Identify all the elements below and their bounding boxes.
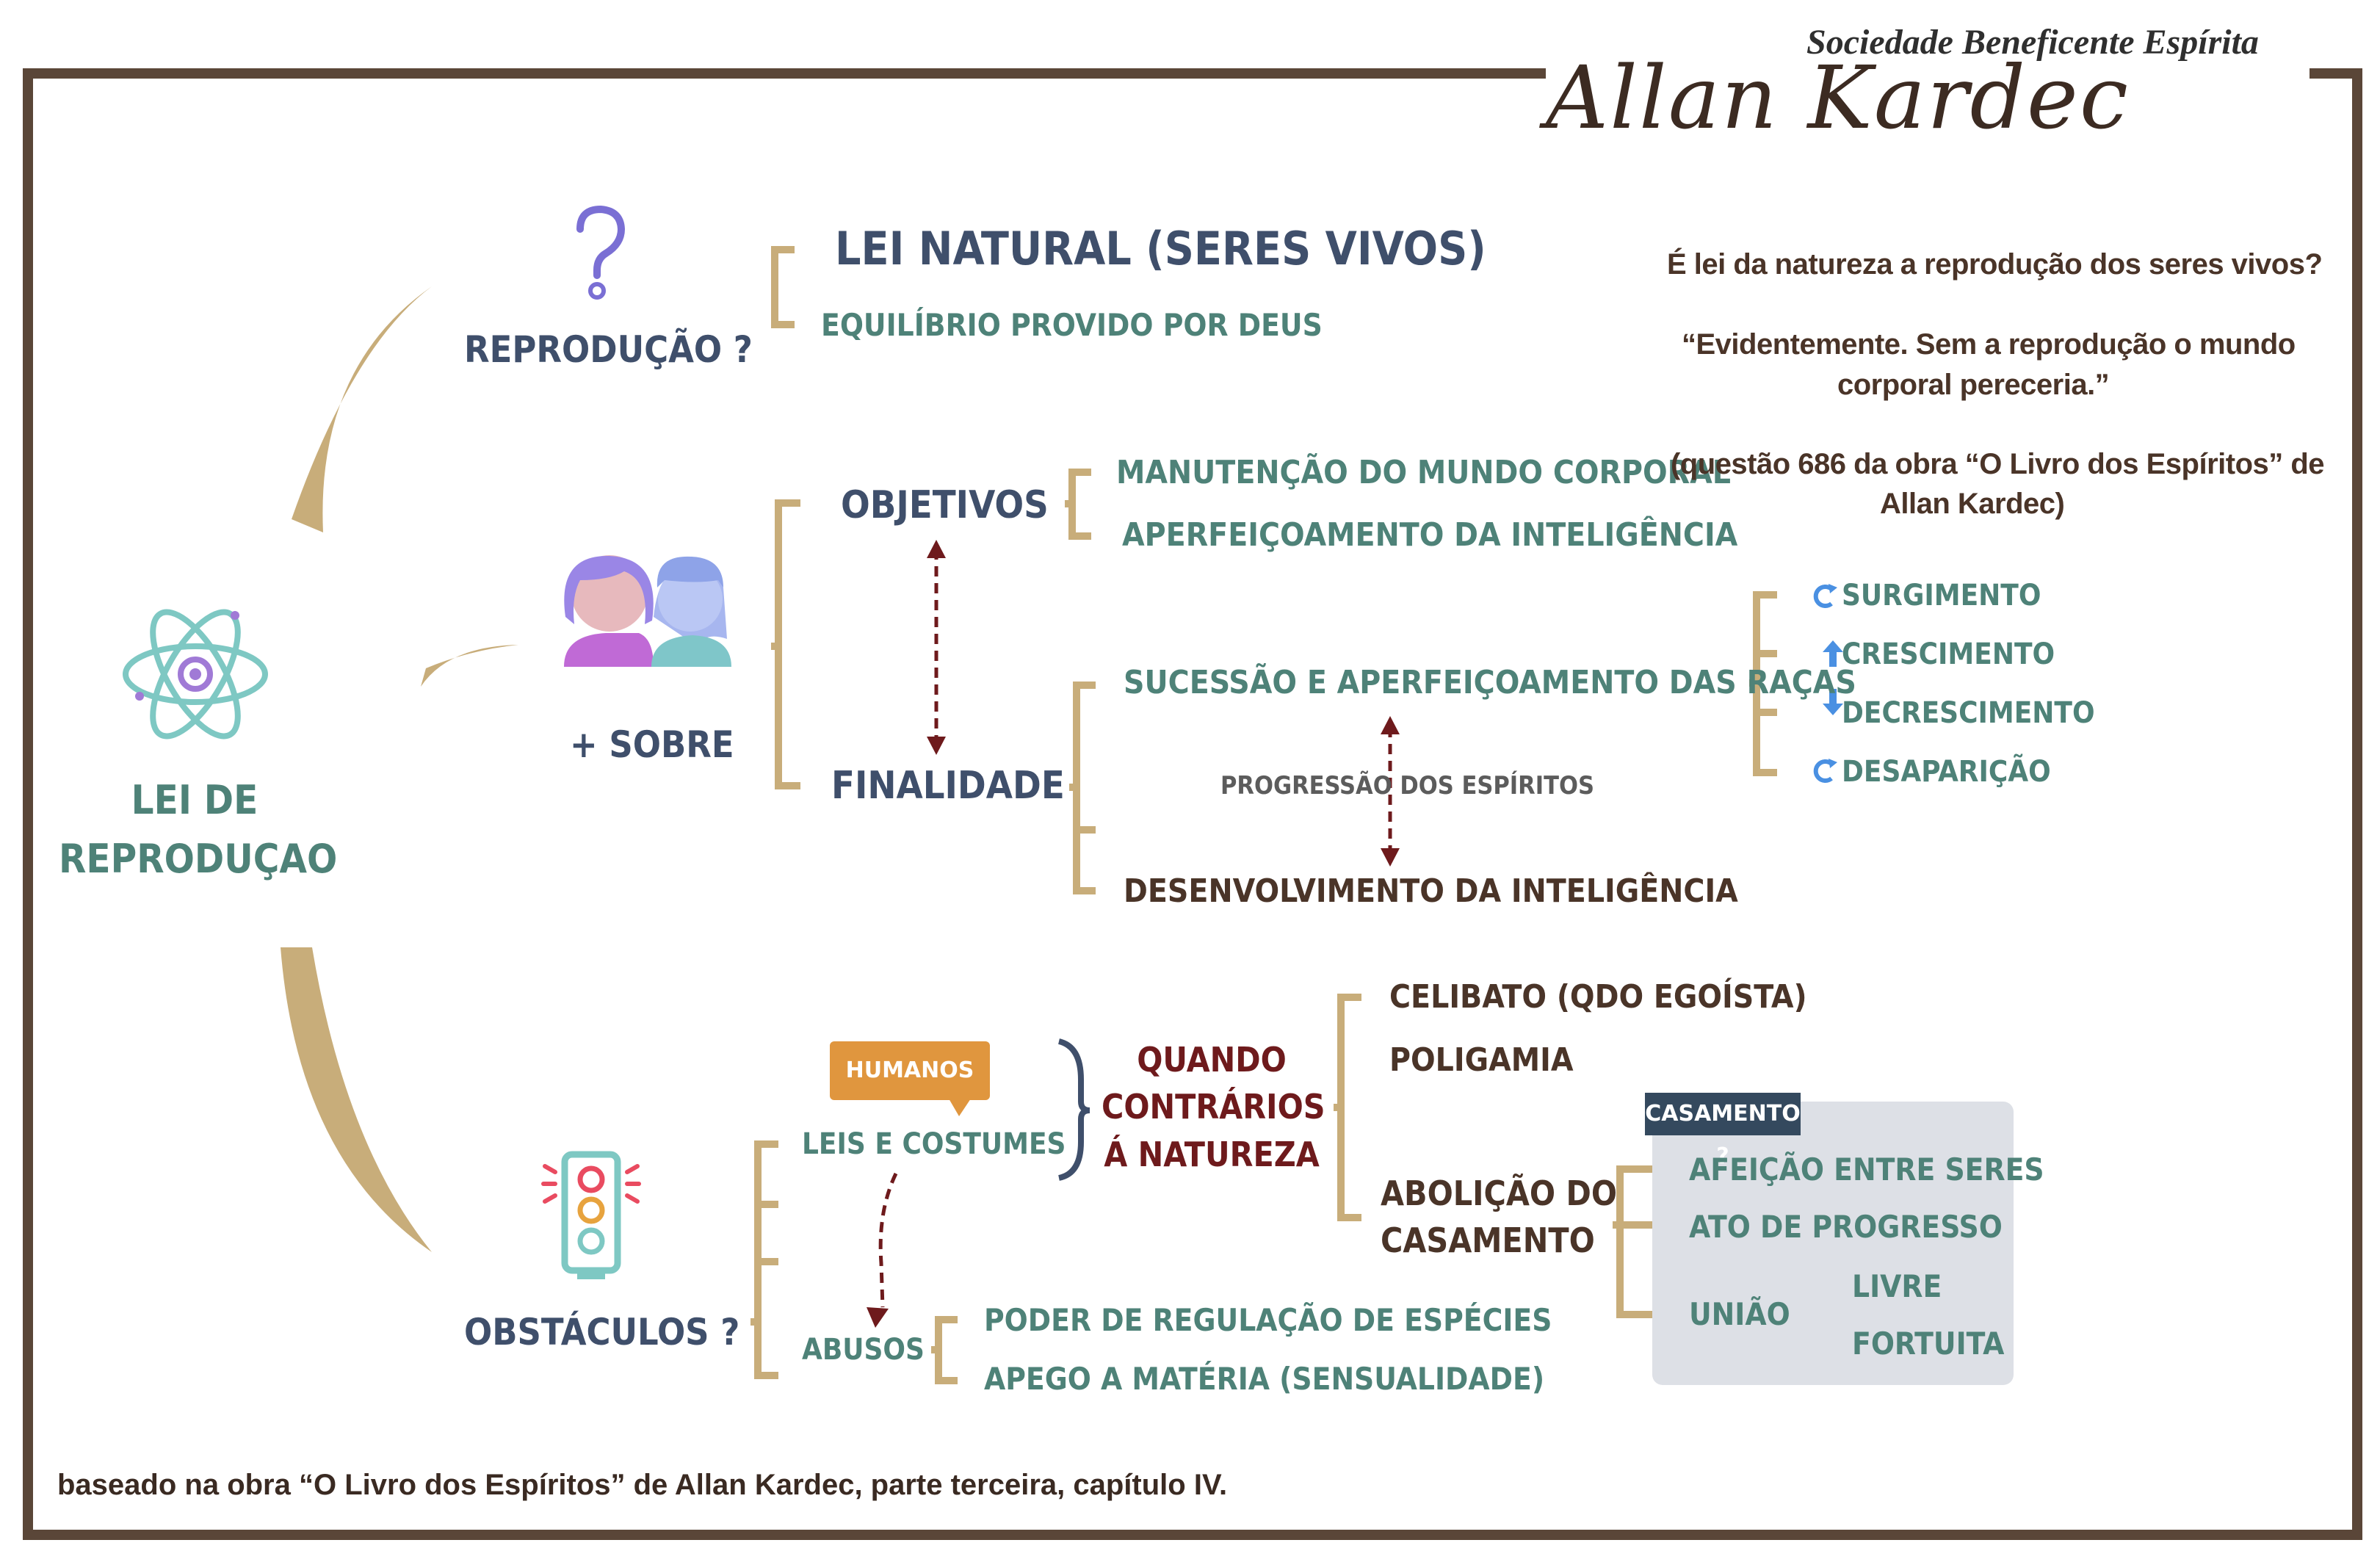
quando-1: QUANDO	[1137, 1040, 1287, 1080]
obstaculos-label: OBSTÁCULOS ?	[464, 1311, 740, 1353]
casamento-box	[1652, 1102, 2014, 1385]
arrow-up-icon	[1823, 640, 1843, 667]
connector-reproducao	[292, 286, 432, 532]
poligamia: POLIGAMIA	[1389, 1041, 1574, 1079]
connector-obstaculos	[281, 947, 432, 1252]
abusos-label: ABUSOS	[802, 1333, 925, 1367]
humanos-tag: HUMANOS	[830, 1041, 990, 1100]
finalidade-label: FINALIDADE	[831, 764, 1065, 808]
quando-3: Á NATUREZA	[1104, 1135, 1320, 1174]
quando-2: CONTRÁRIOS	[1102, 1087, 1325, 1127]
bracket-abusos	[935, 1316, 958, 1384]
casamento-uniao: UNIÃO	[1689, 1296, 1790, 1332]
arrow-leis-abusos	[878, 1172, 898, 1308]
objetivo-2: APERFEIÇOAMENTO DA INTELIGÊNCIA	[1122, 516, 1738, 554]
raca-crescimento: CRESCIMENTO	[1842, 637, 2055, 671]
casamento-tag: CASAMENTO ?	[1645, 1093, 1801, 1169]
brand-line1: Sociedade Beneficente Espírita	[1806, 23, 2259, 62]
casamento-afeicao: AFEIÇÃO ENTRE SERES	[1689, 1152, 2044, 1187]
refresh-icon	[1813, 584, 1837, 608]
casamento-progresso: ATO DE PROGRESSO	[1689, 1209, 2003, 1245]
traffic-light-icon	[541, 1151, 641, 1279]
raca-surgimento: SURGIMENTO	[1842, 579, 2041, 612]
leis-costumes: LEIS E COSTUMES	[802, 1127, 1066, 1161]
quote-answer-2: corporal pereceria.”	[1837, 369, 2110, 401]
abuso-2: APEGO A MATÉRIA (SENSUALIDADE)	[984, 1361, 1545, 1397]
abolicao-1: ABOLIÇÃO DO	[1381, 1174, 1617, 1213]
quote-source-2: Allan Kardec)	[1880, 488, 2065, 520]
connector-sobre	[421, 645, 518, 687]
footer-source: baseado na obra “O Livro dos Espíritos” …	[57, 1469, 1228, 1501]
equilibrio: EQUILÍBRIO PROVIDO POR DEUS	[821, 307, 1323, 343]
people-icon	[564, 555, 731, 667]
bracket-abolicao	[1616, 1165, 1673, 1318]
question-icon	[576, 205, 626, 300]
finalidade-1: SUCESSÃO E APERFEIÇOAMENTO DAS RAÇAS	[1124, 664, 1856, 701]
bracket-objetivos	[1068, 469, 1091, 540]
bracket-finalidade	[1073, 682, 1096, 894]
refresh-icon-2	[1813, 759, 1837, 783]
brand-script: Allan Kardec	[1546, 47, 2130, 148]
quote-source-1: (questão 686 da obra “O Livro dos Espíri…	[1671, 448, 2325, 480]
celibato: CELIBATO (QDO EGOÍSTA)	[1389, 978, 1807, 1016]
quote-answer-1: “Evidentemente. Sem a reprodução o mundo	[1682, 328, 2296, 361]
arrow-down-icon	[1823, 689, 1843, 715]
objetivos-label: OBJETIVOS	[841, 483, 1049, 527]
humanos-pointer	[949, 1099, 971, 1116]
center-title-line1: LEI DE	[131, 777, 258, 823]
raca-desaparicao: DESAPARIÇÃO	[1842, 755, 2051, 789]
bracket-sobre	[775, 499, 800, 789]
quote-question: É lei da natureza a reprodução dos seres…	[1667, 248, 2323, 281]
reproducao-label: REPRODUÇÃO ?	[464, 328, 753, 371]
brace-leis	[1057, 1038, 1090, 1181]
raca-decrescimento: DECRESCIMENTO	[1842, 696, 2095, 730]
center-title-line2: REPRODUÇAO	[59, 836, 338, 882]
bracket-contrarios	[1337, 994, 1361, 1221]
progressao-espiritos: PROGRESSÃO DOS ESPÍRITOS	[1220, 771, 1594, 800]
atom-icon	[123, 609, 268, 740]
outer-frame	[23, 68, 2362, 1540]
sobre-label: + SOBRE	[570, 723, 734, 766]
lei-natural: LEI NATURAL (SERES VIVOS)	[835, 222, 1486, 275]
uniao-fortuita: FORTUITA	[1852, 1326, 2005, 1362]
bracket-reproducao	[771, 246, 795, 328]
finalidade-2: DESENVOLVIMENTO DA INTELIGÊNCIA	[1124, 872, 1738, 910]
abuso-1: PODER DE REGULAÇÃO DE ESPÉCIES	[984, 1302, 1552, 1338]
abolicao-2: CASAMENTO	[1381, 1221, 1595, 1260]
uniao-livre: LIVRE	[1852, 1268, 1942, 1304]
objetivo-1: MANUTENÇÃO DO MUNDO CORPORAL	[1116, 454, 1732, 491]
